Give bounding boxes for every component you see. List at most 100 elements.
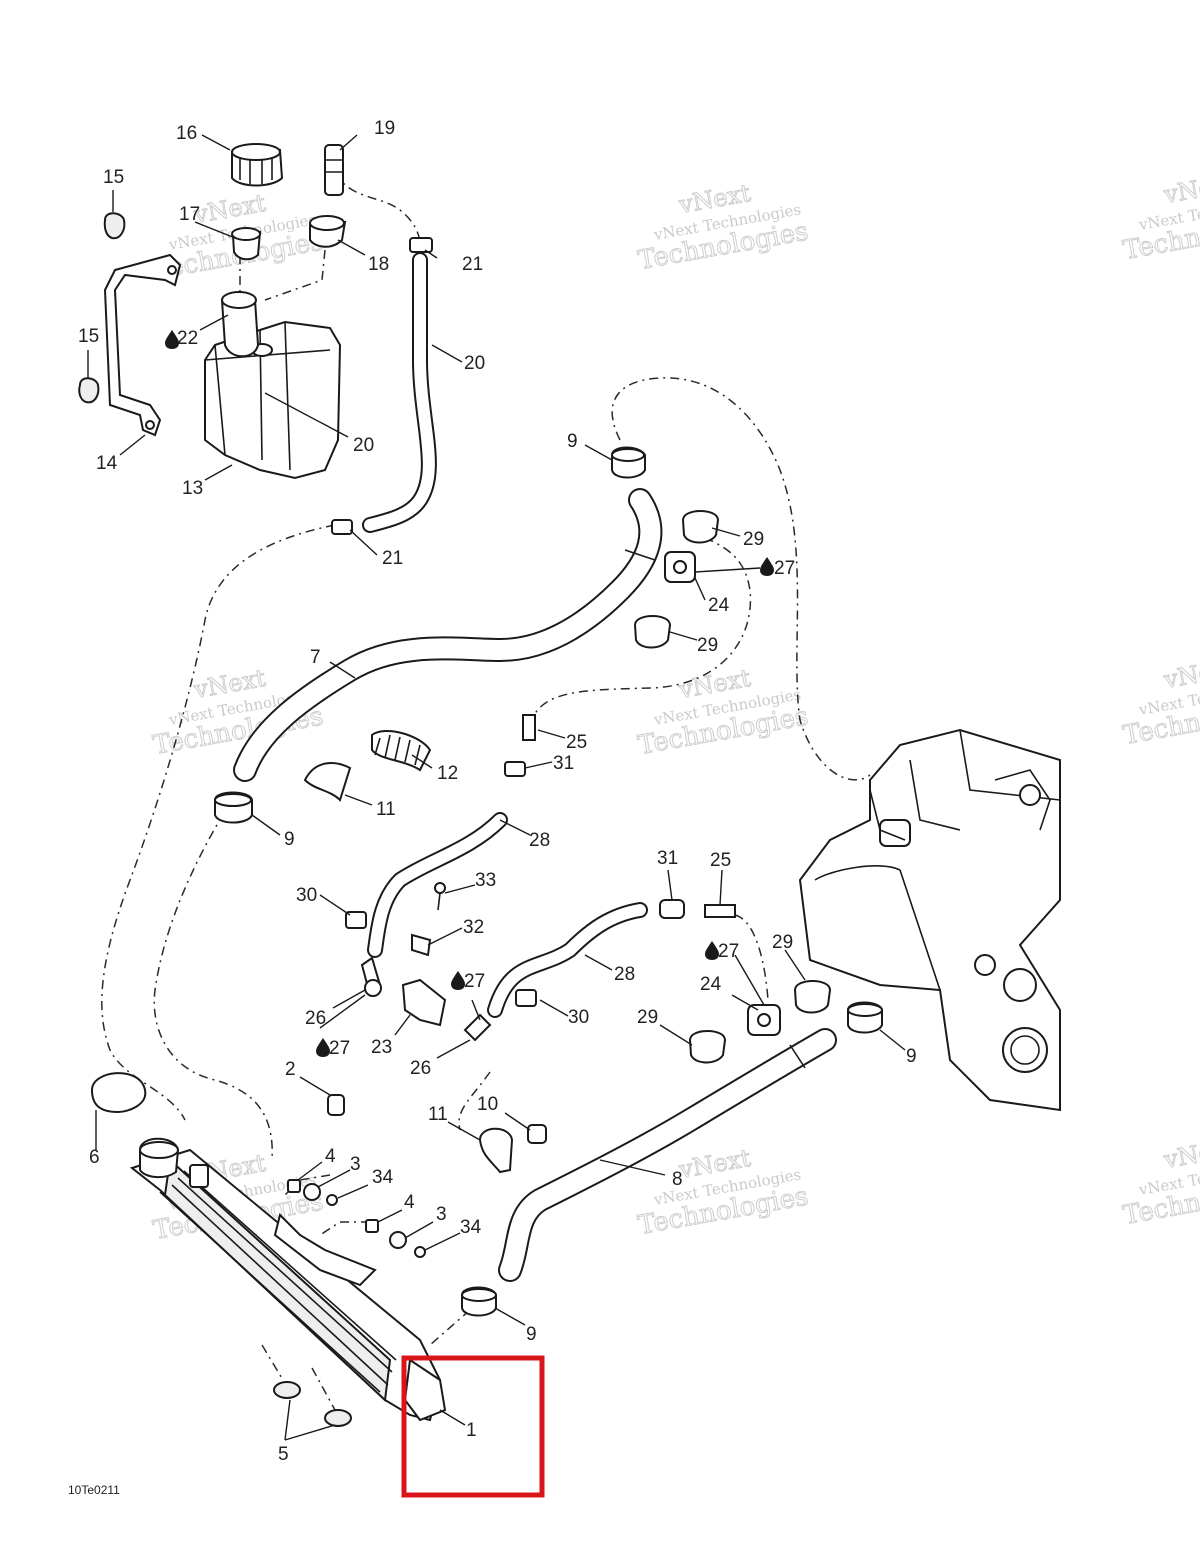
callout-29: 29 <box>697 635 718 656</box>
callout-28: 28 <box>614 964 635 985</box>
callout-15: 15 <box>78 326 99 347</box>
drop-icon <box>760 557 774 576</box>
clip-and-screw <box>411 882 446 957</box>
callout-26: 26 <box>410 1058 431 1079</box>
watermark-line1: vNext <box>1161 654 1200 694</box>
drop-icon <box>316 1038 330 1057</box>
callout-25: 25 <box>710 850 731 871</box>
drop-icon <box>451 971 465 990</box>
callout-25: 25 <box>566 732 587 753</box>
assembly-lines <box>101 171 871 1411</box>
watermark: vNext vNext Technologies Technologies <box>1120 1133 1200 1231</box>
upper-radiator-hose <box>233 488 663 782</box>
leader-lines <box>87 134 906 1441</box>
callout-14: 14 <box>96 453 118 474</box>
radiator-mounting-hardware <box>273 1179 426 1427</box>
reservoir-cap <box>231 143 284 187</box>
callout-4: 4 <box>404 1192 415 1213</box>
callout-19: 19 <box>374 118 395 139</box>
spacers <box>345 911 537 1007</box>
callout-34: 34 <box>460 1217 482 1238</box>
figure-code: 10Te0211 <box>68 1483 120 1497</box>
cable-tie <box>478 1127 514 1174</box>
hose-clip <box>303 762 352 802</box>
callout-6: 6 <box>89 1147 100 1168</box>
radiator <box>129 1137 447 1422</box>
radiator-cap <box>90 1072 147 1114</box>
callout-20: 20 <box>464 353 485 374</box>
callout-4: 4 <box>325 1146 336 1167</box>
sensor-fittings <box>522 551 781 1036</box>
hose-clamps <box>214 446 883 1317</box>
callout-9: 9 <box>526 1324 537 1345</box>
engine-block <box>798 728 1061 1112</box>
callout-13: 13 <box>182 478 203 499</box>
callout-20: 20 <box>353 435 374 456</box>
drop-icon <box>165 330 179 349</box>
callout-2: 2 <box>285 1059 296 1080</box>
callout-27: 27 <box>329 1038 350 1059</box>
callout-27: 27 <box>774 558 795 579</box>
support-bracket <box>401 978 447 1027</box>
callout-31: 31 <box>553 753 574 774</box>
callout-29: 29 <box>743 529 764 550</box>
callout-7: 7 <box>310 647 321 668</box>
vent-fitting <box>324 144 344 196</box>
callout-3: 3 <box>436 1204 447 1225</box>
watermark-line1: vNext <box>1161 169 1200 209</box>
callout-30: 30 <box>568 1007 589 1028</box>
callout-22: 22 <box>177 328 198 349</box>
callout-18: 18 <box>368 254 389 275</box>
callout-17: 17 <box>179 204 200 225</box>
watermark-line1: vNext <box>1161 1134 1200 1174</box>
coolant-reservoir <box>204 291 342 480</box>
elbow-fittings <box>360 956 492 1042</box>
callout-28: 28 <box>529 830 550 851</box>
callout-labels: 1 2 3 3 4 4 5 6 7 8 9 9 9 9 10 11 11 12 … <box>78 118 917 1465</box>
watermark: vNext vNext Technologies Technologies <box>635 178 811 276</box>
cap-gasket <box>231 227 262 261</box>
callout-30: 30 <box>296 885 317 906</box>
callout-21: 21 <box>382 548 403 569</box>
callout-34: 34 <box>372 1167 394 1188</box>
hose-protector <box>371 730 432 772</box>
callout-8: 8 <box>672 1169 683 1190</box>
callout-9: 9 <box>906 1046 917 1067</box>
callout-31: 31 <box>657 848 678 869</box>
callout-11: 11 <box>376 799 396 820</box>
callout-21: 21 <box>462 254 483 275</box>
watermark: vNext vNext Technologies Technologies <box>1120 168 1200 266</box>
bypass-hose-lower <box>487 902 648 1018</box>
callout-29: 29 <box>772 932 793 953</box>
callout-16: 16 <box>176 123 197 144</box>
callout-10: 10 <box>477 1094 498 1115</box>
callout-12: 12 <box>437 763 458 784</box>
watermark: vNext vNext Technologies Technologies <box>635 663 811 761</box>
hose-clamps-small <box>331 237 433 535</box>
bypass-hose-upper <box>367 812 508 958</box>
callout-1: 1 <box>466 1420 477 1441</box>
callout-5: 5 <box>278 1444 289 1465</box>
drop-icon <box>705 941 719 960</box>
callout-11: 11 <box>428 1104 448 1125</box>
callout-32: 32 <box>463 917 484 938</box>
callout-24: 24 <box>700 974 722 995</box>
reservoir-bracket <box>103 253 182 437</box>
coolant-drop-icons <box>165 330 774 1057</box>
callout-24: 24 <box>708 595 730 616</box>
callout-15: 15 <box>103 167 124 188</box>
drain-plug <box>327 1094 345 1116</box>
callout-27: 27 <box>464 971 485 992</box>
bolt <box>527 1124 547 1144</box>
callout-23: 23 <box>371 1037 392 1058</box>
watermark: vNext vNext Technologies Technologies <box>1120 653 1200 751</box>
callout-27: 27 <box>718 941 739 962</box>
overflow-hose <box>362 252 437 533</box>
highlight-box <box>401 1355 545 1498</box>
vent-grommet <box>309 215 347 248</box>
callout-29: 29 <box>637 1007 658 1028</box>
radiator-fins <box>159 1170 397 1393</box>
callout-33: 33 <box>475 870 496 891</box>
callout-9: 9 <box>567 431 578 452</box>
